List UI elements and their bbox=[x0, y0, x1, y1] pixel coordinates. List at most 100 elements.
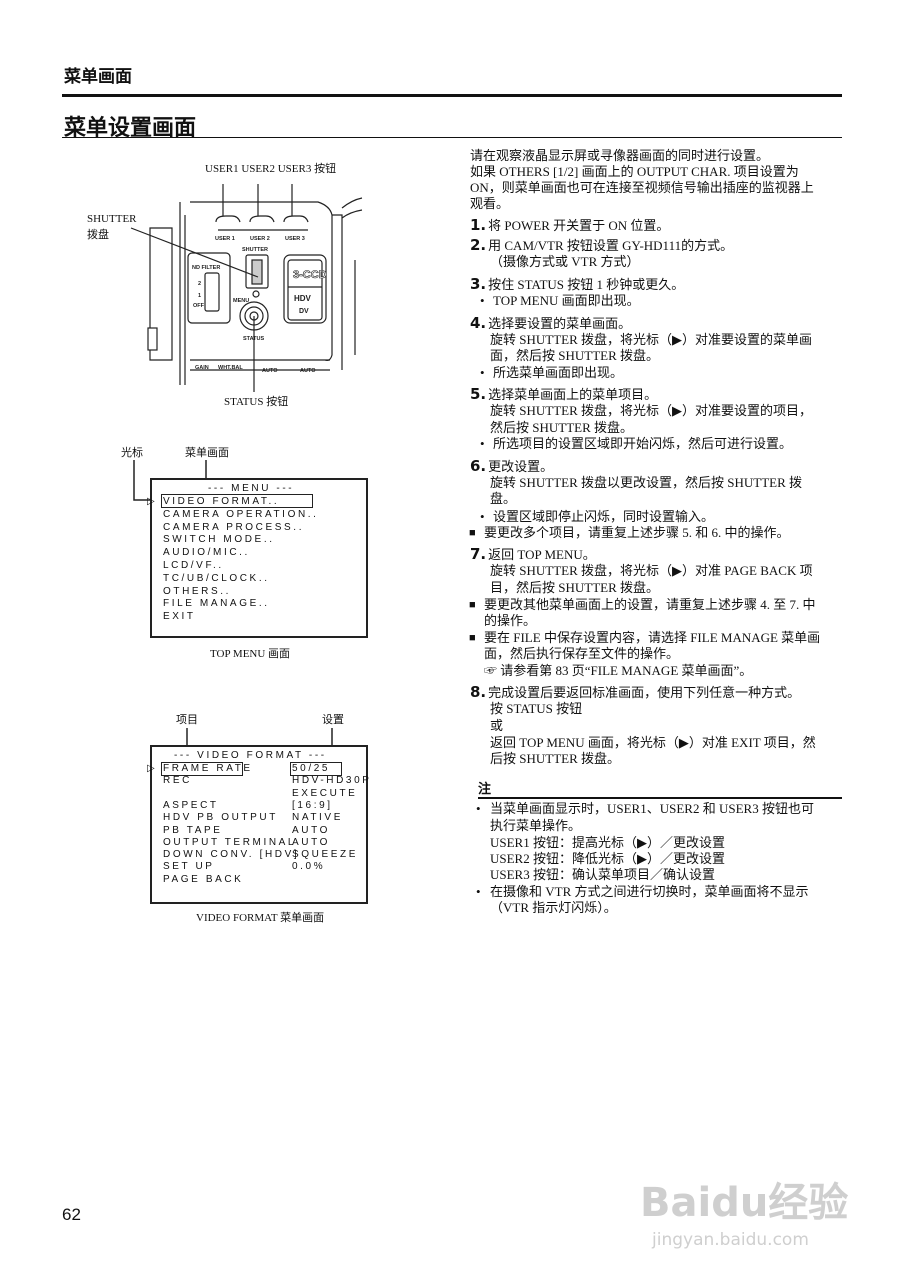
step-text: 如果 OTHERS [1/2] 画面上的 OUTPUT CHAR. 项目设置为 bbox=[470, 164, 799, 179]
step-text: 要更改多个项目，请重复上述步骤 5. 和 6. 中的操作。 bbox=[484, 525, 790, 540]
instruction-line: 要更改其他菜单画面上的设置，请重复上述步骤 4. 至 7. 中 bbox=[469, 597, 816, 613]
svg-text:GAIN: GAIN bbox=[195, 365, 209, 371]
step-text: 所选项目的设置区域即开始闪烁，然后可进行设置。 bbox=[493, 436, 793, 451]
step-number: 6. bbox=[470, 457, 487, 475]
menu-item: VIDEO FORMAT.. bbox=[163, 496, 280, 507]
step-text: 选择菜单画面上的菜单项目。 bbox=[488, 387, 658, 402]
step-text: 旋转 SHUTTER 拨盘，将光标（▶）对准要设置的项目， bbox=[490, 403, 812, 418]
menu-row-item: PB TAPE bbox=[163, 824, 223, 836]
step-text: 更改设置。 bbox=[488, 459, 554, 474]
menu-row-item: DOWN CONV. [HDV] bbox=[163, 849, 300, 861]
step: 6.更改设置。 bbox=[470, 458, 553, 475]
page-title: 菜单设置画面 bbox=[64, 116, 197, 141]
instruction-line: ☞ 请参看第 83 页“FILE MANAGE 菜单画面”。 bbox=[484, 663, 752, 679]
hdv-logo: HDV bbox=[294, 294, 312, 303]
menu-item: SWITCH MODE.. bbox=[163, 534, 275, 546]
menu-row-value: SQUEEZE bbox=[292, 849, 358, 861]
value-highlight bbox=[290, 762, 342, 776]
user3-button-label: USER 3 bbox=[285, 236, 305, 242]
step-text: TOP MENU 画面即出现。 bbox=[493, 293, 640, 308]
step: 3.按住 STATUS 按钮 1 秒钟或更久。 bbox=[470, 276, 684, 293]
menu-row-item: ASPECT bbox=[163, 799, 219, 811]
instruction-line: 面，然后按 SHUTTER 拨盘。 bbox=[490, 348, 659, 364]
note-line: 当菜单画面显示时，USER1、USER2 和 USER3 按钮也可 bbox=[476, 801, 814, 817]
instruction-line: 后按 SHUTTER 拨盘。 bbox=[490, 751, 620, 767]
instruction-line: 旋转 SHUTTER 拨盘，将光标（▶）对准要设置的菜单画 bbox=[490, 332, 812, 348]
step-number: 7. bbox=[470, 545, 487, 563]
title-rule bbox=[62, 137, 842, 138]
selection-highlight bbox=[161, 494, 313, 508]
user-buttons-label: USER1 USER2 USER3 按钮 bbox=[205, 163, 337, 175]
watermark-logo: Baidu经验 jingyan.baidu.com bbox=[640, 1150, 870, 1270]
menu-row-value: AUTO bbox=[292, 824, 330, 836]
menu-screen-label: 菜单画面 bbox=[185, 447, 229, 459]
note-line: USER2 按钮：降低光标（▶）／更改设置 bbox=[490, 851, 725, 866]
step-text: 返回 TOP MENU。 bbox=[488, 547, 596, 562]
instruction-line: 目，然后按 SHUTTER 拨盘。 bbox=[490, 580, 659, 596]
ccd-logo: 3-CCD bbox=[293, 269, 327, 281]
status-label: STATUS 按钮 bbox=[224, 396, 289, 408]
step: 8.完成设置后要返回标准画面，使用下列任意一种方式。 bbox=[470, 684, 800, 701]
menu-item: TC/UB/CLOCK.. bbox=[163, 572, 270, 584]
video-format-header: --- VIDEO FORMAT --- bbox=[174, 750, 327, 761]
step-text: 目，然后按 SHUTTER 拨盘。 bbox=[490, 580, 660, 595]
instruction-line: 或 bbox=[490, 718, 503, 734]
nd-filter-label: ND FILTER bbox=[192, 265, 220, 271]
menu-row-item: REC bbox=[163, 775, 192, 787]
step-text: ☞ 请参看第 83 页“FILE MANAGE 菜单画面”。 bbox=[484, 663, 753, 678]
menu-item: AUDIO/MIC.. bbox=[163, 547, 250, 559]
instruction-line: 请在观察液晶显示屏或寻像器画面的同时进行设置。 bbox=[470, 148, 769, 164]
status-button-label: STATUS bbox=[243, 336, 265, 342]
instruction-line: 要更改多个项目，请重复上述步骤 5. 和 6. 中的操作。 bbox=[469, 525, 790, 541]
step-text: 用 CAM/VTR 按钮设置 GY-HD111的方式。 bbox=[488, 238, 734, 253]
step-text: （摄像方式或 VTR 方式） bbox=[490, 254, 640, 269]
shutter-label: SHUTTER bbox=[87, 213, 137, 225]
item-highlight bbox=[161, 762, 243, 776]
step-text: 要更改其他菜单画面上的设置，请重复上述步骤 4. 至 7. 中 bbox=[484, 597, 816, 612]
step-number: 1. bbox=[470, 216, 487, 234]
instruction-line: （摄像方式或 VTR 方式） bbox=[490, 254, 640, 270]
menu-item: CAMERA OPERATION.. bbox=[163, 508, 319, 520]
item-label: 项目 bbox=[176, 714, 198, 726]
instruction-line: 所选菜单画面即出现。 bbox=[480, 365, 623, 381]
menu-item: EXIT bbox=[163, 611, 196, 623]
video-format-caption: VIDEO FORMAT 菜单画面 bbox=[196, 912, 325, 924]
step-text: 的操作。 bbox=[484, 613, 537, 628]
step-text: 请在观察液晶显示屏或寻像器画面的同时进行设置。 bbox=[470, 148, 770, 163]
note-label: 注 bbox=[478, 782, 492, 797]
svg-text:OFF: OFF bbox=[193, 303, 205, 309]
instruction-line: 按 STATUS 按钮 bbox=[490, 701, 582, 717]
menu-row-value: 50/25 bbox=[292, 763, 331, 774]
watermark-url: jingyan.baidu.com bbox=[652, 1230, 809, 1250]
instruction-line: 所选项目的设置区域即开始闪烁，然后可进行设置。 bbox=[480, 436, 793, 452]
header-rule bbox=[62, 94, 842, 97]
step-text: ON，则菜单画面也可在连接至视频信号输出插座的监视器上 bbox=[470, 180, 814, 195]
page-number: 62 bbox=[62, 1205, 81, 1224]
svg-text:2: 2 bbox=[198, 281, 201, 287]
step-text: 面，然后按 SHUTTER 拨盘。 bbox=[490, 348, 660, 363]
step-text: 后按 SHUTTER 拨盘。 bbox=[490, 751, 621, 766]
step-text: 按住 STATUS 按钮 1 秒钟或更久。 bbox=[488, 277, 685, 292]
top-menu-caption: TOP MENU 画面 bbox=[210, 648, 291, 660]
step-number: 2. bbox=[470, 236, 487, 254]
menu-row-item: PAGE BACK bbox=[163, 873, 244, 885]
svg-text:1: 1 bbox=[198, 293, 201, 299]
instruction-line: 面，然后执行保存至文件的操作。 bbox=[484, 646, 679, 662]
step-text: 或 bbox=[490, 718, 504, 733]
menu-row-value: NATIVE bbox=[292, 812, 343, 824]
step-text: 完成设置后要返回标准画面，使用下列任意一种方式。 bbox=[488, 685, 801, 700]
user1-button-label: USER 1 bbox=[215, 236, 235, 242]
step-text: 然后按 SHUTTER 拨盘。 bbox=[490, 420, 634, 435]
menu-row-value: EXECUTE bbox=[292, 787, 358, 799]
menu-row-value: HDV-HD30P bbox=[292, 775, 372, 787]
watermark-brand: Baidu经验 bbox=[640, 1180, 849, 1226]
note-rule bbox=[478, 797, 842, 799]
instruction-line: 观看。 bbox=[470, 196, 509, 212]
note-line: 执行菜单操作。 bbox=[490, 818, 582, 833]
step-text: 设置区域即停止闪烁，同时设置输入。 bbox=[493, 509, 715, 524]
instruction-line: ON，则菜单画面也可在连接至视频信号输出插座的监视器上 bbox=[470, 180, 814, 196]
step-text: 旋转 SHUTTER 拨盘，将光标（▶）对准要设置的菜单画 bbox=[490, 332, 812, 347]
instruction-line: 旋转 SHUTTER 拨盘，将光标（▶）对准要设置的项目， bbox=[490, 403, 812, 419]
step-text: 按 STATUS 按钮 bbox=[490, 701, 583, 716]
menu-item: FILE MANAGE.. bbox=[163, 598, 270, 610]
